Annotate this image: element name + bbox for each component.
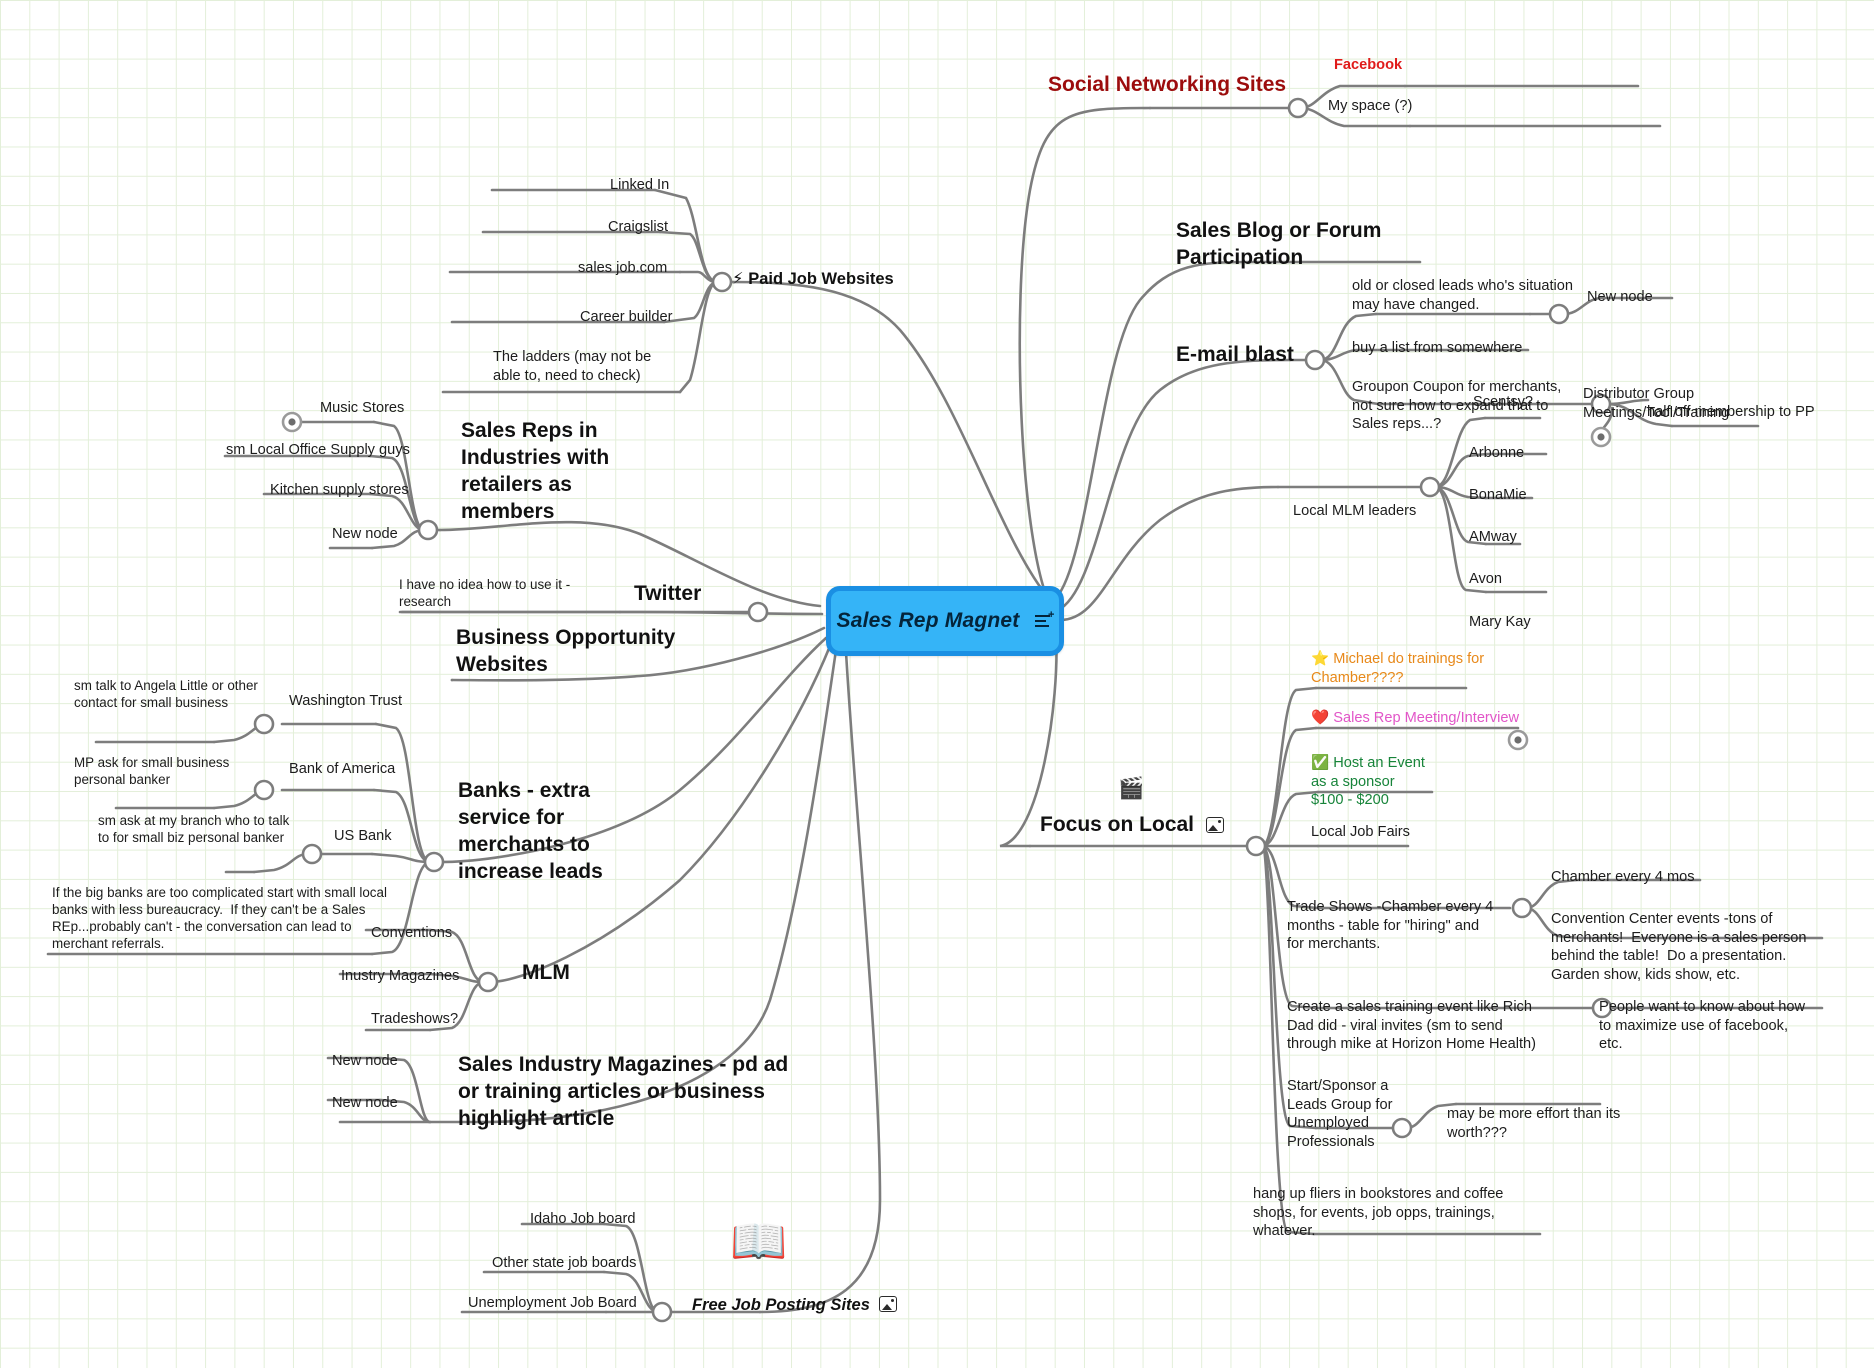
node-big-banks-note[interactable]: If the big banks are too complicated sta… <box>52 885 391 952</box>
node-dot <box>417 519 439 541</box>
node-facebook[interactable]: Facebook <box>1334 57 1403 73</box>
node-dot-marked <box>281 411 303 433</box>
node-sales-jobcom[interactable]: sales job.com <box>578 260 668 276</box>
node-tradeshows[interactable]: Tradeshows? <box>371 1011 459 1027</box>
node-mary-kay[interactable]: Mary Kay <box>1469 614 1531 630</box>
node-business-opportunity-websites[interactable]: Business Opportunity Websites <box>456 626 682 676</box>
node-angela-little[interactable]: sm talk to Angela Little or other contac… <box>74 678 262 711</box>
node-dot-marked <box>1507 729 1529 751</box>
node-dot <box>1304 349 1326 371</box>
node-trade-shows[interactable]: Trade Shows -Chamber every 4 months - ta… <box>1287 899 1498 953</box>
node-sm-branch-banker[interactable]: sm ask at my branch who to talk to for s… <box>98 813 293 846</box>
node-hang-up-fliers[interactable]: hang up fliers in bookstores and coffee … <box>1253 1186 1508 1240</box>
node-new-node-mag-2[interactable]: New node <box>332 1095 398 1111</box>
node-dot-marked-core <box>288 418 296 426</box>
node-dot <box>423 851 445 873</box>
node-dot <box>1419 476 1441 498</box>
node-myspace[interactable]: My space (?) <box>1328 98 1413 114</box>
check-icon: ✅ <box>1311 754 1330 771</box>
node-sales-blog-forum[interactable]: Sales Blog or Forum Participation <box>1176 219 1388 269</box>
node-arbonne[interactable]: Arbonne <box>1469 445 1525 461</box>
node-the-ladders[interactable]: The ladders (may not be able to, need to… <box>493 349 656 384</box>
node-twitter-research[interactable]: I have no idea how to use it - research <box>399 577 574 610</box>
node-focus-on-local[interactable]: Focus on Local <box>1040 812 1224 839</box>
node-kitchen-supply-stores[interactable]: Kitchen supply stores <box>270 482 409 498</box>
node-leads-group[interactable]: Start/Sponsor a Leads Group for Unemploy… <box>1287 1078 1397 1151</box>
node-idaho-job-board[interactable]: Idaho Job board <box>530 1211 636 1227</box>
node-dot-marked-core <box>1514 736 1522 744</box>
node-social-networking-sites[interactable]: Social Networking Sites <box>1048 73 1287 96</box>
node-convention-center-events[interactable]: Convention Center events -tons of mercha… <box>1551 911 1811 984</box>
node-conventions[interactable]: Conventions <box>371 925 453 941</box>
zap-icon: ⚡ <box>732 269 744 288</box>
open-book-icon: 📖 <box>730 1214 788 1268</box>
node-email-blast[interactable]: E-mail blast <box>1176 343 1294 366</box>
heart-icon: ❤️ <box>1311 709 1330 726</box>
note-add-icon[interactable]: + <box>1035 610 1054 628</box>
node-twitter[interactable]: Twitter <box>634 582 702 605</box>
node-buy-a-list[interactable]: buy a list from somewhere <box>1352 340 1523 356</box>
node-industry-magazines[interactable]: Inustry Magazines <box>341 968 460 984</box>
node-new-node-mag-1[interactable]: New node <box>332 1053 398 1069</box>
node-half-off-membership[interactable]: half off membership to PP <box>1647 404 1815 420</box>
node-dot-marked <box>1590 426 1612 448</box>
root-node-label: Sales Rep Magnet <box>836 609 1020 632</box>
node-dot <box>711 271 733 293</box>
node-amway[interactable]: AMway <box>1469 529 1517 545</box>
node-avon[interactable]: Avon <box>1469 571 1502 587</box>
node-mlm[interactable]: MLM <box>522 961 570 984</box>
node-michael-trainings-chamber[interactable]: ⭐ Michael do trainings for Chamber???? <box>1311 650 1489 686</box>
node-linked-in[interactable]: Linked In <box>610 177 670 193</box>
node-dot <box>651 1301 673 1323</box>
node-dot-marked-core <box>1597 433 1605 441</box>
root-node[interactable]: Sales Rep Magnet + <box>826 586 1064 656</box>
node-sales-reps-industries[interactable]: Sales Reps in Industries with retailers … <box>461 419 616 523</box>
node-bank-of-america[interactable]: Bank of America <box>289 761 396 777</box>
node-dot <box>301 843 323 865</box>
node-free-job-posting-sites[interactable]: Free Job Posting Sites <box>692 1295 898 1316</box>
node-other-state-job-boards[interactable]: Other state job boards <box>492 1255 637 1271</box>
node-dot <box>1511 897 1533 919</box>
node-new-node-salesreps[interactable]: New node <box>332 526 398 542</box>
node-dot <box>1245 835 1267 857</box>
node-dot <box>477 971 499 993</box>
node-old-closed-leads[interactable]: old or closed leads who's situation may … <box>1352 278 1578 313</box>
star-icon: ⭐ <box>1311 650 1330 667</box>
node-paid-job-websites[interactable]: ⚡ Paid Job Websites <box>732 269 894 288</box>
node-sales-rep-meeting-interview[interactable]: ❤️ Sales Rep Meeting/Interview <box>1311 709 1519 726</box>
clapperboard-icon: 🎬 <box>1118 776 1145 800</box>
node-more-effort-than-worth[interactable]: may be more effort than its worth??? <box>1447 1106 1625 1141</box>
node-banks[interactable]: Banks - extra service for merchants to i… <box>458 779 603 883</box>
node-us-bank[interactable]: US Bank <box>334 828 392 844</box>
node-dot <box>253 713 275 735</box>
node-local-mlm-leaders[interactable]: Local MLM leaders <box>1293 503 1417 519</box>
node-music-stores[interactable]: Music Stores <box>320 400 405 416</box>
node-sales-industry-magazines[interactable]: Sales Industry Magazines - pd ad or trai… <box>458 1053 795 1130</box>
node-dot <box>747 601 769 623</box>
node-unemployment-job-board[interactable]: Unemployment Job Board <box>468 1295 637 1311</box>
node-career-builder[interactable]: Career builder <box>580 309 673 325</box>
node-office-supply-guys[interactable]: sm Local Office Supply guys <box>226 442 410 458</box>
node-scentsy[interactable]: Scentsy? <box>1473 394 1534 410</box>
node-host-an-event[interactable]: ✅ Host an Event as a sponsor $100 - $200 <box>1311 754 1429 809</box>
image-icon[interactable] <box>1205 817 1224 833</box>
node-rich-dad-event[interactable]: Create a sales training event like Rich … <box>1287 999 1537 1053</box>
node-maximize-facebook[interactable]: People want to know about how to maximiz… <box>1599 999 1810 1053</box>
node-chamber-every-4-mos[interactable]: Chamber every 4 mos <box>1551 869 1695 885</box>
node-distributor-group[interactable]: Distributor Group Meetings/Tool/Training <box>1583 386 1730 421</box>
node-dot <box>1287 97 1309 119</box>
node-washington-trust[interactable]: Washington Trust <box>289 693 403 709</box>
node-new-node-email[interactable]: New node <box>1587 289 1653 305</box>
node-mp-personal-banker[interactable]: MP ask for small business personal banke… <box>74 755 234 788</box>
node-local-job-fairs[interactable]: Local Job Fairs <box>1311 824 1410 840</box>
node-craigslist[interactable]: Craigslist <box>608 219 669 235</box>
node-groupon-coupon[interactable]: Groupon Coupon for merchants, not sure h… <box>1352 379 1566 433</box>
image-icon[interactable] <box>879 1296 898 1312</box>
node-bonamie[interactable]: BonaMie <box>1469 487 1527 503</box>
